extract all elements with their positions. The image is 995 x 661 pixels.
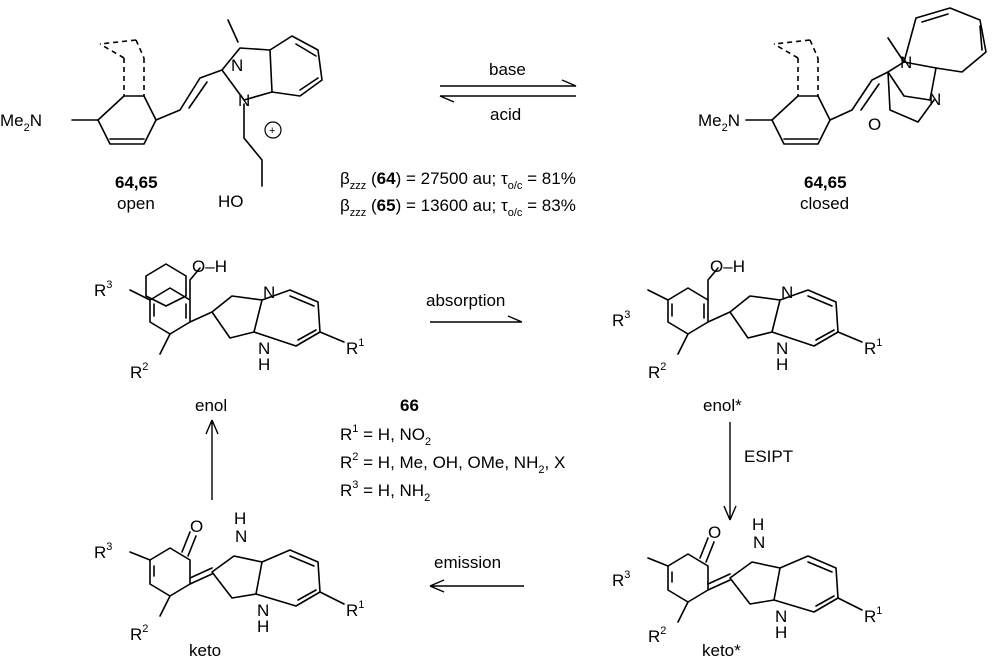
enol-r1: R1 [346,337,364,358]
closed-o-label: O [868,115,881,134]
open-n-bottom: N [238,91,250,110]
keto-r3: R3 [94,541,112,562]
enol-oh: O–H [192,257,227,276]
enol-r3: R3 [94,279,112,300]
enol-excited-structure [647,267,863,355]
enol-excited-r1: R1 [864,337,882,358]
esipt-label: ESIPT [744,447,793,466]
reverse-condition: acid [490,105,521,124]
keto-o: O [190,517,203,536]
r1-definition: R1 = H, NO2 [340,423,431,448]
keto-r1: R1 [346,599,364,620]
return-arrow [205,419,219,500]
open-form-structure [71,19,323,187]
open-nme2-label: Me2N [0,111,42,134]
equilibrium-arrows [439,79,577,103]
r2-definition: R2 = H, Me, OH, OMe, NH2, X [340,451,565,476]
positive-charge-label: + [269,125,275,137]
enol-structure [129,263,345,355]
keto-excited-r1: R1 [864,605,882,626]
keto-excited-o: O [708,523,721,542]
keto-excited-r3: R3 [612,569,630,590]
enol-excited-r3: R3 [612,309,630,330]
r3-definition: R3 = H, NH2 [340,479,430,504]
compound-66: 66 [400,396,419,415]
enol-excited-label: enol* [703,396,742,415]
open-n-top: N [231,56,243,75]
absorption-arrow [430,315,523,323]
emission-arrow [429,579,524,593]
enol-excited-oh: O–H [710,257,745,276]
open-state-label: open [117,194,155,213]
beta-65-line: βzzz (65) = 13600 au; τo/c = 83% [340,196,576,219]
closed-state-label: closed [800,194,849,213]
closed-n-bottom: N [929,90,941,109]
emission-label: emission [434,553,501,572]
open-compound-number: 64,65 [115,173,158,192]
keto-excited-r2: R2 [648,625,666,646]
closed-form-structure [745,7,987,145]
positive-charge-icon [264,121,282,139]
closed-nme2-label: Me2N [698,111,740,134]
esipt-arrow [723,422,737,521]
enol-label: enol [195,396,227,415]
forward-condition: base [489,60,526,79]
keto-r2: R2 [130,623,148,644]
keto-excited-structure [647,537,863,623]
absorption-label: absorption [426,291,505,310]
closed-compound-number: 64,65 [804,173,847,192]
keto-excited-label: keto* [702,641,741,660]
enol-excited-n: N [781,283,793,302]
enol-r2: R2 [130,361,148,382]
keto-structure [129,531,345,617]
open-ho-label: HO [218,192,244,211]
enol-excited-r2: R2 [648,361,666,382]
keto-label: keto [189,641,221,660]
beta-64-line: βzzz (64) = 27500 au; τo/c = 81% [340,169,576,192]
enol-n: N [263,283,275,302]
closed-n-top: N [900,53,912,72]
